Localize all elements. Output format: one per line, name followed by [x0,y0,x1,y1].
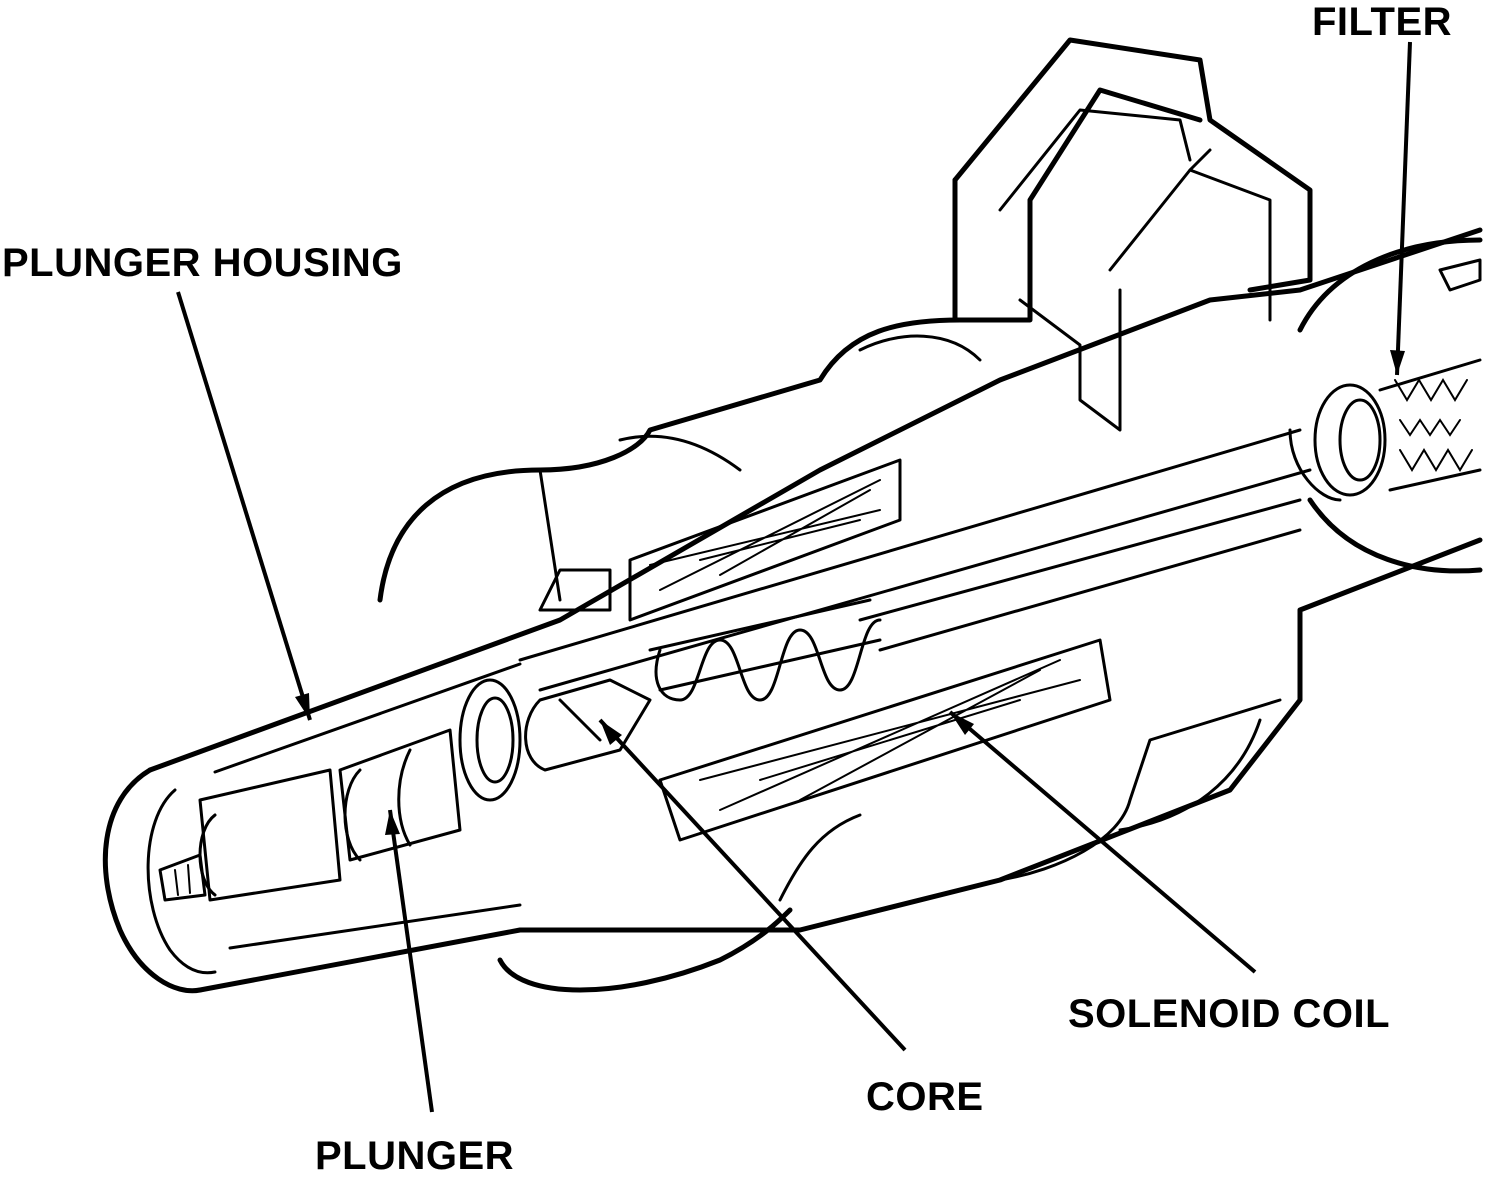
label-plunger: PLUNGER [315,1134,515,1178]
label-filter: FILTER [1312,0,1453,44]
connector-housing [952,37,1313,432]
label-solenoid-coil: SOLENOID COIL [1068,992,1391,1036]
leader-plunger-housing [176,291,312,721]
return-spring [648,598,882,702]
label-plunger-housing: PLUNGER HOUSING [2,241,403,285]
upper-housing [377,317,982,612]
plunger-part [338,678,522,862]
leader-plunger [388,809,434,1113]
leader-solenoid-coil [948,710,1257,974]
label-core: CORE [866,1075,984,1119]
nozzle-tip [158,768,342,902]
leader-arrowheads [295,350,1405,835]
core-part [524,678,652,772]
injector-body [102,227,1483,994]
solenoid-coil-windings [628,458,1112,842]
inlet-filter [1288,237,1483,574]
central-tube [518,428,1312,692]
lower-housing [497,698,1282,993]
leader-core [598,718,907,1052]
leader-lines [176,41,1412,1113]
leader-filter [1395,41,1412,376]
